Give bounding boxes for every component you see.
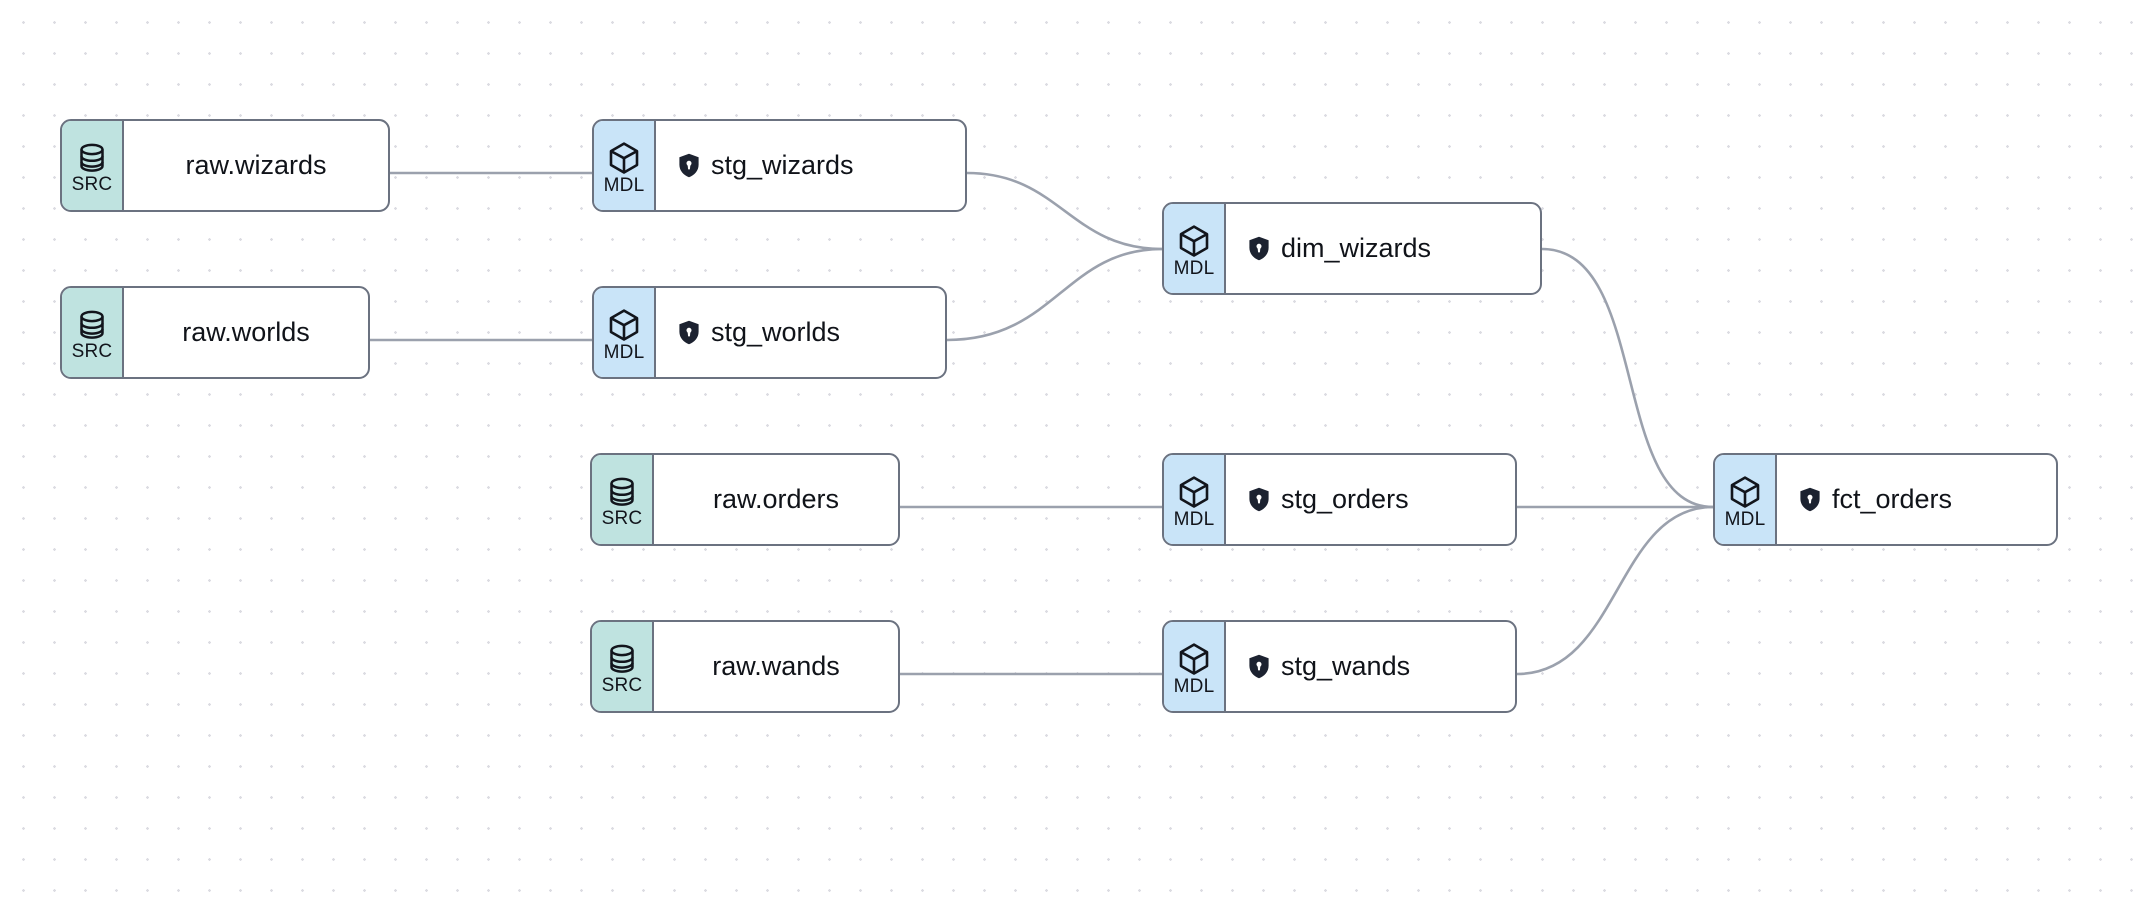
database-icon xyxy=(607,476,637,508)
node-type-badge-mdl: MDL xyxy=(1164,204,1226,293)
node-body: fct_orders xyxy=(1777,455,2056,544)
node-type-label: MDL xyxy=(1173,675,1215,697)
shield-lock-icon xyxy=(1248,654,1270,679)
node-type-label: SRC xyxy=(601,507,643,529)
node-type-label: SRC xyxy=(601,674,643,696)
node-raw_wands[interactable]: SRC raw.wands xyxy=(590,620,900,713)
shield-lock-icon xyxy=(1799,487,1821,512)
cube-icon xyxy=(608,308,640,342)
node-type-badge-mdl: MDL xyxy=(1715,455,1777,544)
node-body: raw.worlds xyxy=(124,288,368,377)
node-type-label: MDL xyxy=(1173,508,1215,530)
node-type-label: MDL xyxy=(1724,508,1766,530)
cube-icon xyxy=(608,141,640,175)
node-type-label: MDL xyxy=(603,174,645,196)
node-type-label: MDL xyxy=(603,341,645,363)
node-dim_wizards[interactable]: MDL dim_wizards xyxy=(1162,202,1542,295)
node-fct_orders[interactable]: MDL fct_orders xyxy=(1713,453,2058,546)
node-label: dim_wizards xyxy=(1281,233,1432,263)
node-label: raw.wands xyxy=(712,651,840,681)
cube-icon xyxy=(1178,224,1210,258)
node-body: stg_worlds xyxy=(656,288,945,377)
node-body: raw.orders xyxy=(654,455,898,544)
node-type-badge-mdl: MDL xyxy=(1164,622,1226,711)
edge-stg_wands-to-fct_orders xyxy=(1515,505,1715,676)
shield-lock-icon xyxy=(1248,487,1270,512)
database-icon xyxy=(77,142,107,174)
database-icon xyxy=(77,309,107,341)
node-label: raw.worlds xyxy=(182,317,310,347)
node-type-badge-mdl: MDL xyxy=(1164,455,1226,544)
node-label: stg_orders xyxy=(1281,484,1409,514)
node-stg_wands[interactable]: MDL stg_wands xyxy=(1162,620,1517,713)
shield-lock-icon xyxy=(1248,236,1270,261)
node-type-badge-src: SRC xyxy=(62,288,124,377)
node-type-badge-mdl: MDL xyxy=(594,121,656,210)
cube-icon xyxy=(1178,475,1210,509)
edge-stg_wizards-to-dim_wizards xyxy=(965,171,1164,251)
node-body: raw.wizards xyxy=(124,121,388,210)
node-type-label: MDL xyxy=(1173,257,1215,279)
node-body: stg_wands xyxy=(1226,622,1515,711)
cube-icon xyxy=(1178,642,1210,676)
node-label: raw.orders xyxy=(712,484,840,514)
node-raw_wizards[interactable]: SRC raw.wizards xyxy=(60,119,390,212)
node-body: raw.wands xyxy=(654,622,898,711)
node-body: stg_wizards xyxy=(656,121,965,210)
node-label: stg_wands xyxy=(1281,651,1411,681)
edge-dim_wizards-to-fct_orders xyxy=(1540,247,1715,509)
node-type-badge-src: SRC xyxy=(592,622,654,711)
node-raw_orders[interactable]: SRC raw.orders xyxy=(590,453,900,546)
cube-icon xyxy=(1729,475,1761,509)
node-body: dim_wizards xyxy=(1226,204,1540,293)
node-body: stg_orders xyxy=(1226,455,1515,544)
database-icon xyxy=(607,643,637,675)
node-type-badge-mdl: MDL xyxy=(594,288,656,377)
node-label: stg_worlds xyxy=(711,317,841,347)
edge-stg_worlds-to-dim_wizards xyxy=(945,247,1164,342)
node-raw_worlds[interactable]: SRC raw.worlds xyxy=(60,286,370,379)
node-stg_orders[interactable]: MDL stg_orders xyxy=(1162,453,1517,546)
node-label: fct_orders xyxy=(1832,484,1953,514)
shield-lock-icon xyxy=(678,153,700,178)
node-label: raw.wizards xyxy=(185,150,327,180)
node-type-badge-src: SRC xyxy=(592,455,654,544)
node-stg_wizards[interactable]: MDL stg_wizards xyxy=(592,119,967,212)
node-label: stg_wizards xyxy=(711,150,854,180)
node-type-label: SRC xyxy=(71,173,113,195)
node-type-label: SRC xyxy=(71,340,113,362)
node-type-badge-src: SRC xyxy=(62,121,124,210)
node-stg_worlds[interactable]: MDL stg_worlds xyxy=(592,286,947,379)
shield-lock-icon xyxy=(678,320,700,345)
